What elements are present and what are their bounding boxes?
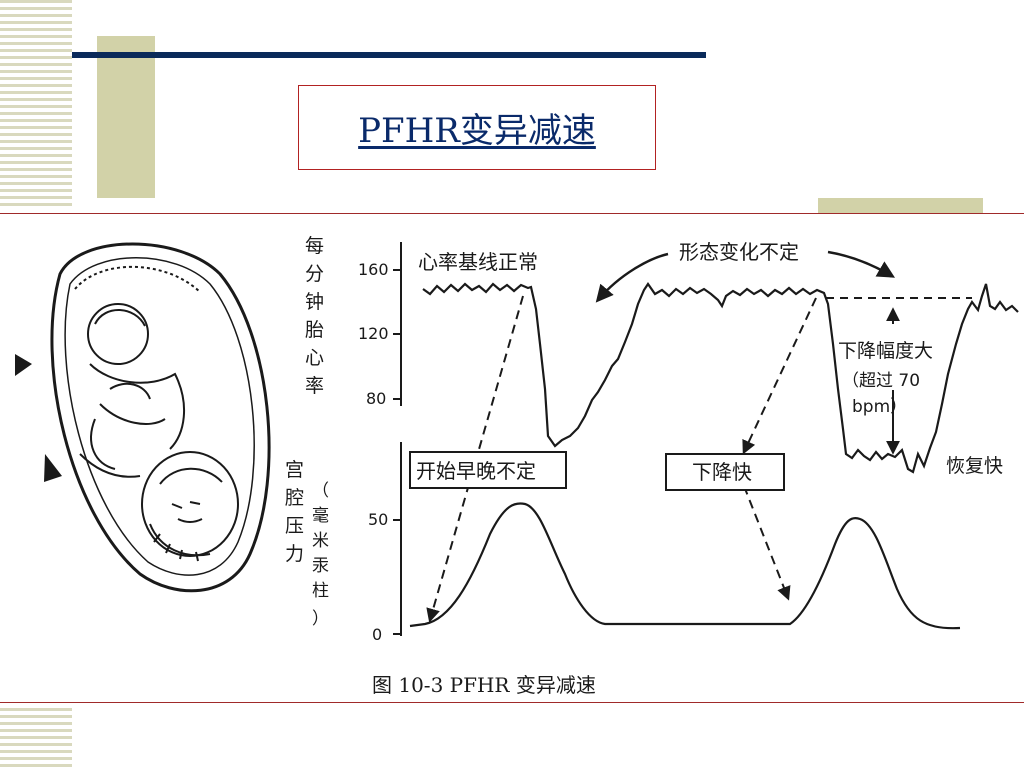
annotation-rapid-drop: 下降快: [692, 460, 752, 484]
fhr-tick-label: 160: [358, 260, 389, 279]
fhr-axis-char: 每: [305, 235, 324, 257]
fhr-axis-char: 分: [305, 263, 324, 285]
annotation-rapid-recovery: 恢复快: [946, 455, 1003, 477]
pressure-unit-char: 柱: [312, 581, 329, 601]
fhr-axis-char: 胎: [305, 319, 324, 341]
annotation-large-drop-line1: 下降幅度大: [838, 340, 933, 362]
divider-bottom: [0, 702, 1024, 703]
fhr-tick-label: 80: [366, 389, 386, 408]
fhr-axis: [393, 242, 402, 406]
fetus-illustration: [50, 242, 271, 593]
pressure-axis-char: 腔: [285, 487, 304, 509]
pressure-tick-label: 0: [372, 625, 382, 644]
figure-caption: 图 10-3 PFHR 变异减速: [372, 673, 596, 697]
pressure-axis: [393, 442, 402, 636]
decorative-stripes-bottom: [0, 708, 72, 768]
slide-title: PFHR变异减速: [358, 111, 596, 151]
decorative-olive-bar: [97, 36, 155, 198]
decorative-navy-rule: [72, 52, 706, 58]
pressure-axis-char: 力: [285, 543, 304, 565]
annotation-large-drop-line2: （超过 70: [842, 371, 920, 391]
pressure-unit-char: 汞: [312, 556, 329, 576]
pressure-axis-char: 宫: [285, 459, 304, 481]
fhr-axis-char: 钟: [305, 291, 324, 313]
annotation-baseline-normal: 心率基线正常: [418, 250, 538, 274]
pressure-unit-char: 米: [312, 531, 329, 551]
shape-varies-arrow: [595, 252, 669, 303]
fhr-tick-label: 120: [358, 324, 389, 343]
uterine-pressure-trace: [409, 502, 961, 630]
fhr-axis-label: 每 分 钟 胎 心 率: [305, 235, 324, 397]
pressure-unit-char: ）: [312, 609, 329, 629]
shape-varies-arrow: [827, 250, 896, 278]
annotation-box-onset: [409, 451, 567, 489]
pressure-axis-label: 宫 腔 压 力: [285, 459, 304, 565]
pressure-unit-char: （: [312, 481, 329, 501]
annotation-onset-variable: 开始早晚不定: [416, 459, 536, 483]
fhr-axis-char: 心: [305, 347, 324, 369]
slide-title-box: PFHR变异减速: [298, 85, 656, 170]
decorative-stripes-top: [0, 0, 72, 210]
annotation-large-drop-line3: bpm）: [852, 397, 907, 417]
pfhr-diagram: 每 分 钟 胎 心 率 160 120 80 宫 腔 压 力 （ 毫 米 汞 柱…: [15, 235, 1019, 697]
divider-top: [0, 213, 1024, 214]
fhr-axis-char: 率: [305, 375, 324, 397]
figure-area: 每 分 钟 胎 心 率 160 120 80 宫 腔 压 力 （ 毫 米 汞 柱…: [0, 214, 1024, 702]
annotation-box-rapid-drop: [665, 453, 785, 491]
pressure-unit-label: （ 毫 米 汞 柱 ）: [312, 481, 329, 629]
decorative-olive-block: [818, 198, 983, 213]
annotation-shape-varies: 形态变化不定: [679, 240, 799, 264]
contraction-arrow-icons: [15, 354, 62, 482]
pressure-unit-char: 毫: [312, 506, 329, 526]
fhr-trace: [422, 282, 1019, 474]
pressure-tick-label: 50: [368, 510, 388, 529]
pressure-axis-char: 压: [285, 515, 304, 537]
